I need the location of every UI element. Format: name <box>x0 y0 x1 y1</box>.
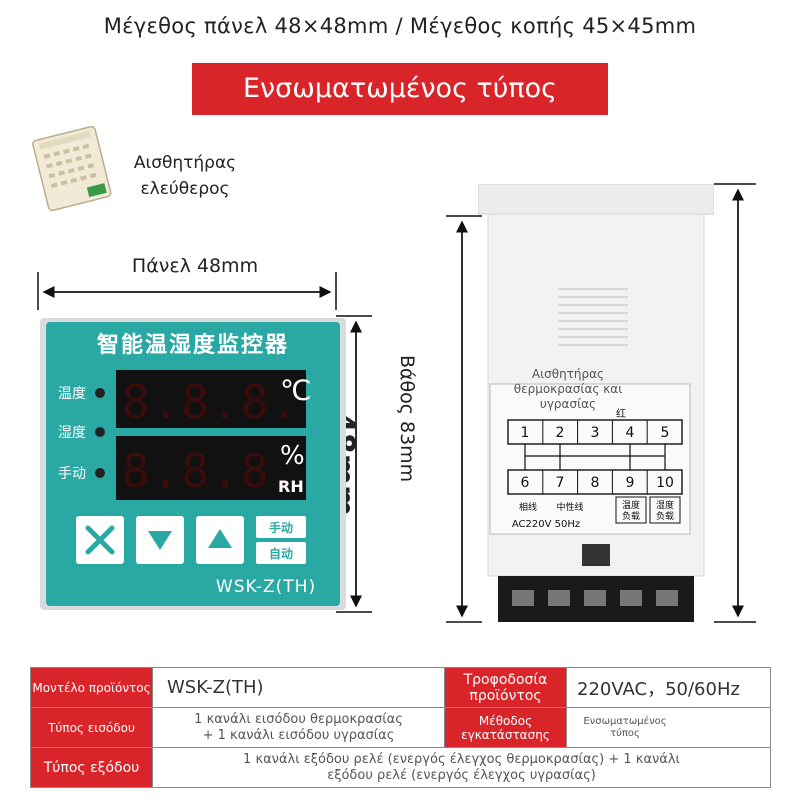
power-spec-label: AC220V 50Hz <box>512 519 580 530</box>
output-value-cell: 1 κανάλι εξόδου ρελέ (ενεργός έλεγχος θε… <box>152 747 771 788</box>
up-arrow-icon <box>208 529 232 548</box>
page-title: Μέγεθος πάνελ 48×48mm / Μέγεθος κοπής 45… <box>103 14 697 38</box>
controller-front-panel: 智能温湿度监控器 8.8.8. 8.8.8. 温度 湿度 手动 ℃ % RH 手… <box>40 318 346 610</box>
terminal-2: 2 <box>556 425 565 441</box>
sensor-module-image <box>32 125 112 212</box>
terminal-9: 9 <box>626 475 635 491</box>
model-value-cell: WSK-Z(TH) <box>152 667 445 708</box>
input-label-cell: Τύπος εισόδου <box>30 707 153 748</box>
humidity-digits: 8.8.8. <box>122 444 300 498</box>
percent-unit: % <box>280 441 305 471</box>
terminal-row-bottom: 6 7 8 9 10 <box>507 469 683 495</box>
input-value-line-1: 1 κανάλι εισόδου θερμοκρασίας <box>194 711 403 727</box>
wiring-lines <box>524 444 666 470</box>
model-label-cell: Μοντέλο προϊόντος <box>30 667 153 708</box>
rh-unit: RH <box>278 477 304 496</box>
temperature-led <box>95 388 105 398</box>
terminal-1: 1 <box>521 425 530 441</box>
install-value: Ενσωματωμένος τύπος <box>583 715 667 739</box>
manual-led <box>95 468 105 478</box>
auto-button-label: 自动 <box>269 546 293 561</box>
output-value-line-1: 1 κανάλι εξόδου ρελέ (ενεργός έλεγχος θε… <box>243 751 680 767</box>
humidity-led <box>95 427 105 437</box>
humidity-load-label-1: 湿度 <box>656 499 674 511</box>
live-wire-label: 相线 <box>519 501 537 513</box>
temp-load-label-1: 温度 <box>622 499 640 511</box>
input-value-cell: 1 κανάλι εισόδου θερμοκρασίας + 1 κανάλι… <box>152 707 445 748</box>
neutral-wire-label: 中性线 <box>556 501 583 513</box>
humidity-row-label: 湿度 <box>58 425 86 441</box>
terminal-6: 6 <box>521 475 530 491</box>
tools-icon <box>85 525 115 555</box>
panel-width-label: Πάνελ 48mm <box>131 255 259 277</box>
install-label-cell: Μέθοδος εγκατάστασης <box>444 707 567 748</box>
red-wire-label: 红 <box>616 407 626 420</box>
terminal-3: 3 <box>591 425 600 441</box>
depth-label: Βάθος 83mm <box>396 355 418 483</box>
installation-type-banner: Ενσωματωμένος τύπος <box>192 63 608 115</box>
input-value-line-2: + 1 κανάλι εισόδου υγρασίας <box>202 727 395 743</box>
power-value-cell: 220VAC，50/60Hz <box>566 667 771 708</box>
power-value: 220VAC，50/60Hz <box>577 678 740 700</box>
terminal-screws <box>512 590 678 606</box>
temp-load-label-2: 负载 <box>622 510 640 522</box>
celsius-unit: ℃ <box>280 374 311 407</box>
model-label: WSK-Z(TH) <box>216 577 316 597</box>
down-arrow-icon <box>148 531 172 550</box>
sensor-label: Αισθητήρας ελεύθερος <box>133 153 237 199</box>
install-value-cell: Ενσωματωμένος τύπος <box>566 707 771 748</box>
humidity-load-label-2: 负载 <box>656 510 674 522</box>
auto-button[interactable] <box>256 542 306 564</box>
panel-title: 智能温湿度监控器 <box>97 332 289 358</box>
temperature-row-label: 温度 <box>58 386 86 402</box>
model-value: WSK-Z(TH) <box>167 677 264 698</box>
output-value-line-2: εξόδου ρελέ (ενεργός έλεγχος υγρασίας) <box>327 767 596 783</box>
power-label-cell: Τροφοδοσία προϊόντος <box>444 667 567 708</box>
wiring-label <box>489 383 691 535</box>
terminal-5: 5 <box>661 425 670 441</box>
terminal-4: 4 <box>626 425 635 441</box>
specification-table: Μοντέλο προϊόντος WSK-Z(TH) Τροφοδοσία π… <box>30 667 771 788</box>
terminal-8: 8 <box>591 475 600 491</box>
controller-side-view: 1 2 3 4 5 红 6 7 8 9 10 温度 负载 湿度 负载 相线 中性… <box>478 184 714 622</box>
terminal-row-top: 1 2 3 4 5 <box>507 419 683 445</box>
side-switch <box>582 544 610 566</box>
vent-slots <box>558 288 628 346</box>
temperature-display <box>116 370 306 428</box>
terminal-10: 10 <box>656 475 674 491</box>
manual-button[interactable] <box>256 516 306 538</box>
sensor-wiring-caption: Αισθητήρας θερμοκρασίας και υγρασίας <box>513 367 623 411</box>
humidity-display <box>116 436 306 500</box>
manual-button-label: 手动 <box>269 520 293 535</box>
manual-row-label: 手动 <box>58 466 86 482</box>
terminal-7: 7 <box>556 475 565 491</box>
temperature-digits: 8.8.8. <box>122 375 300 429</box>
output-label-cell: Τύπος εξόδου <box>30 747 153 788</box>
